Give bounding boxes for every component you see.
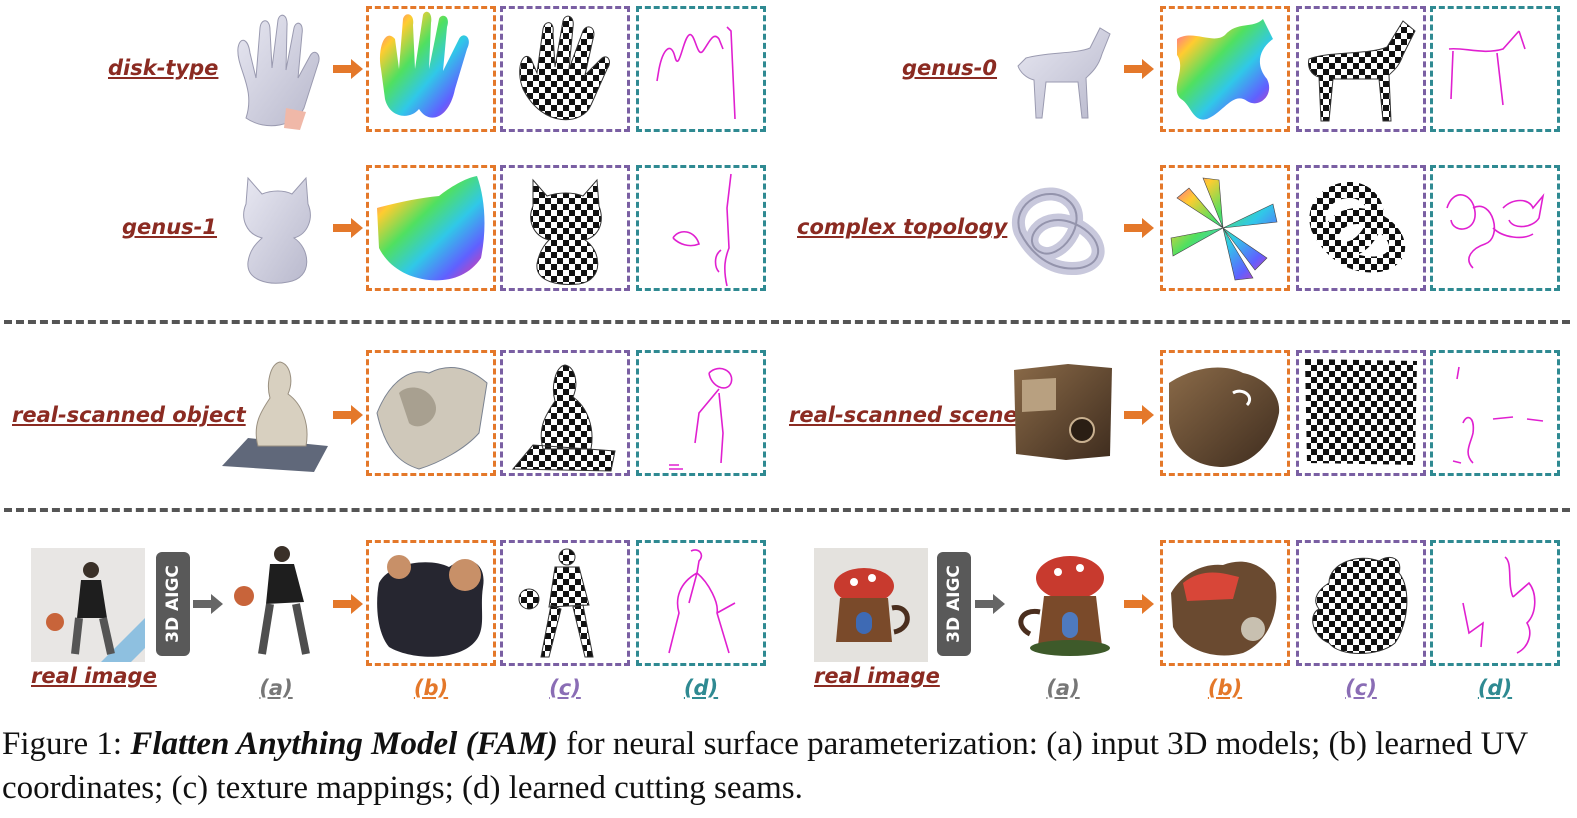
col-label-d: (d) bbox=[1477, 676, 1513, 700]
arrow-icon bbox=[333, 594, 363, 614]
texture-frame bbox=[500, 6, 630, 132]
aigc-badge: 3D AIGC bbox=[156, 552, 190, 656]
texture-frame bbox=[500, 165, 630, 291]
col-label-a: (a) bbox=[1046, 676, 1080, 700]
uv-frame bbox=[1160, 540, 1290, 666]
caption-rest: for neural surface parameterization: (a)… bbox=[2, 726, 1528, 806]
real-image-photo bbox=[814, 548, 928, 662]
real-image-photo bbox=[31, 548, 145, 662]
knot-model-image bbox=[1011, 187, 1105, 275]
texture-frame bbox=[1296, 165, 1426, 291]
arrow-icon bbox=[1124, 594, 1154, 614]
row-label-real-scanned-scene: real-scanned scene bbox=[789, 403, 1018, 427]
seam-frame bbox=[636, 350, 766, 476]
uv-frame bbox=[366, 540, 496, 666]
uv-frame bbox=[1160, 6, 1290, 132]
arrow-icon bbox=[193, 594, 223, 614]
uv-frame bbox=[366, 165, 496, 291]
player-3d-model-image bbox=[234, 546, 310, 655]
seam-frame bbox=[1430, 540, 1560, 666]
col-label-d: (d) bbox=[683, 676, 719, 700]
real-image-label: real image bbox=[31, 664, 157, 688]
arrow-icon bbox=[333, 59, 363, 79]
texture-frame bbox=[500, 540, 630, 666]
section-divider bbox=[4, 320, 1570, 324]
seam-frame bbox=[1430, 6, 1560, 132]
real-image-label: real image bbox=[814, 664, 940, 688]
row-label-disk-type: disk-type bbox=[108, 56, 219, 80]
texture-frame bbox=[1296, 6, 1426, 132]
uv-frame bbox=[1160, 165, 1290, 291]
seam-frame bbox=[636, 165, 766, 291]
arrow-icon bbox=[333, 218, 363, 238]
horse-model-image bbox=[1017, 27, 1111, 119]
seam-frame bbox=[636, 6, 766, 132]
caption-prefix: Figure 1: bbox=[2, 726, 131, 762]
seam-frame bbox=[636, 540, 766, 666]
row-label-real-scanned-object: real-scanned object bbox=[12, 403, 246, 427]
aigc-badge: 3D AIGC bbox=[937, 552, 971, 656]
statue-scan-image bbox=[222, 361, 328, 472]
uv-frame bbox=[1160, 350, 1290, 476]
col-label-c: (c) bbox=[1345, 676, 1377, 700]
arrow-icon bbox=[1124, 405, 1154, 425]
arrow-icon bbox=[975, 594, 1005, 614]
caption-title: Flatten Anything Model (FAM) bbox=[130, 726, 558, 762]
uv-frame bbox=[366, 6, 496, 132]
room-scan-image bbox=[1014, 364, 1112, 460]
seam-frame bbox=[1430, 165, 1560, 291]
texture-frame bbox=[1296, 350, 1426, 476]
col-label-a: (a) bbox=[259, 676, 293, 700]
col-label-b: (b) bbox=[413, 676, 449, 700]
row-label-genus-0: genus-0 bbox=[902, 56, 998, 80]
seam-frame bbox=[1430, 350, 1560, 476]
arrow-icon bbox=[1124, 59, 1154, 79]
section-divider bbox=[4, 508, 1570, 512]
row-label-genus-1: genus-1 bbox=[122, 215, 218, 239]
texture-frame bbox=[500, 350, 630, 476]
teapot-3d-model-image bbox=[1018, 556, 1110, 656]
hand-model-image bbox=[237, 14, 320, 130]
figure-caption: Figure 1: Flatten Anything Model (FAM) f… bbox=[2, 722, 1572, 810]
row-label-complex-topology: complex topology bbox=[797, 215, 1008, 239]
arrow-icon bbox=[1124, 218, 1154, 238]
uv-frame bbox=[366, 350, 496, 476]
texture-frame bbox=[1296, 540, 1426, 666]
kitten-model-image bbox=[243, 176, 311, 284]
arrow-icon bbox=[333, 405, 363, 425]
col-label-c: (c) bbox=[549, 676, 581, 700]
col-label-b: (b) bbox=[1207, 676, 1243, 700]
